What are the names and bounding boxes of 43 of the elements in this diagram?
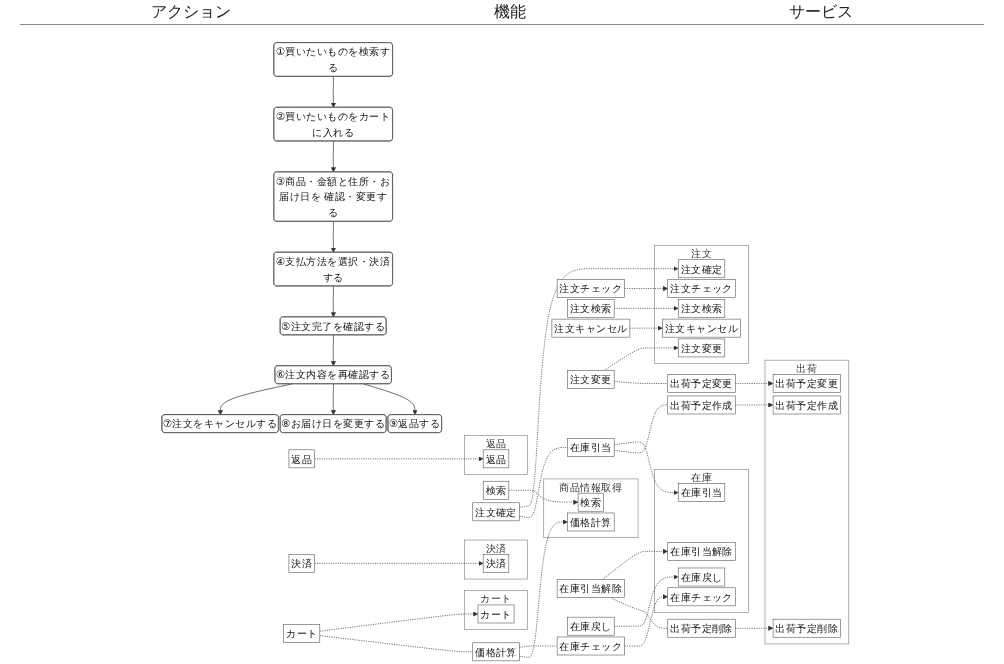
node-box: 返品	[482, 449, 510, 469]
node-box: 注文キャンセル	[662, 318, 741, 338]
node-box: 注文チェック	[556, 279, 625, 298]
connector	[613, 404, 669, 454]
node-box: カート	[477, 604, 515, 624]
column-heading: アクション	[151, 1, 232, 23]
node-box: 出荷予定削除	[667, 618, 736, 638]
node-box: 決済	[482, 554, 510, 573]
node-box: 在庫チェック	[667, 587, 736, 607]
connector	[518, 447, 568, 518]
node-box: 検索	[482, 480, 510, 500]
node-box: 出荷予定変更	[667, 374, 736, 393]
node-box: 出荷予定作成	[772, 395, 841, 415]
node-box: 注文チェック	[667, 279, 736, 298]
node-box: 注文確定	[677, 259, 726, 279]
node-box: 在庫チェック	[556, 636, 625, 656]
node-box: 検索	[577, 492, 604, 512]
column-heading: サービス	[788, 1, 853, 23]
node-box: カート	[283, 624, 321, 643]
node-box: 在庫戻し	[567, 616, 615, 636]
node-box: 価格計算	[472, 642, 520, 662]
node-box: 在庫引当	[567, 438, 615, 457]
node-box: 在庫引当解除	[667, 542, 736, 561]
node-box: 注文変更	[677, 338, 726, 358]
node-box: 返品	[288, 449, 315, 469]
node-box: 注文変更	[567, 370, 615, 389]
node-box: 価格計算	[567, 512, 615, 532]
column-heading: 機能	[494, 1, 526, 23]
node-box: 在庫戻し	[677, 567, 726, 587]
node-box: 出荷予定削除	[772, 618, 841, 638]
connector	[613, 381, 669, 384]
connector	[319, 635, 474, 653]
node-box: 在庫引当解除	[556, 579, 625, 598]
node-box: 在庫引当	[677, 483, 726, 502]
node-box: 注文確定	[472, 502, 520, 522]
node-box: 出荷予定変更	[772, 374, 841, 393]
node-box: 決済	[288, 554, 315, 573]
connector	[610, 597, 669, 629]
node-box: 注文検索	[677, 299, 726, 318]
node-box: 注文キャンセル	[551, 318, 631, 338]
connector	[518, 645, 558, 648]
node-box: 出荷予定作成	[667, 395, 736, 415]
node-box: 注文検索	[567, 299, 615, 318]
